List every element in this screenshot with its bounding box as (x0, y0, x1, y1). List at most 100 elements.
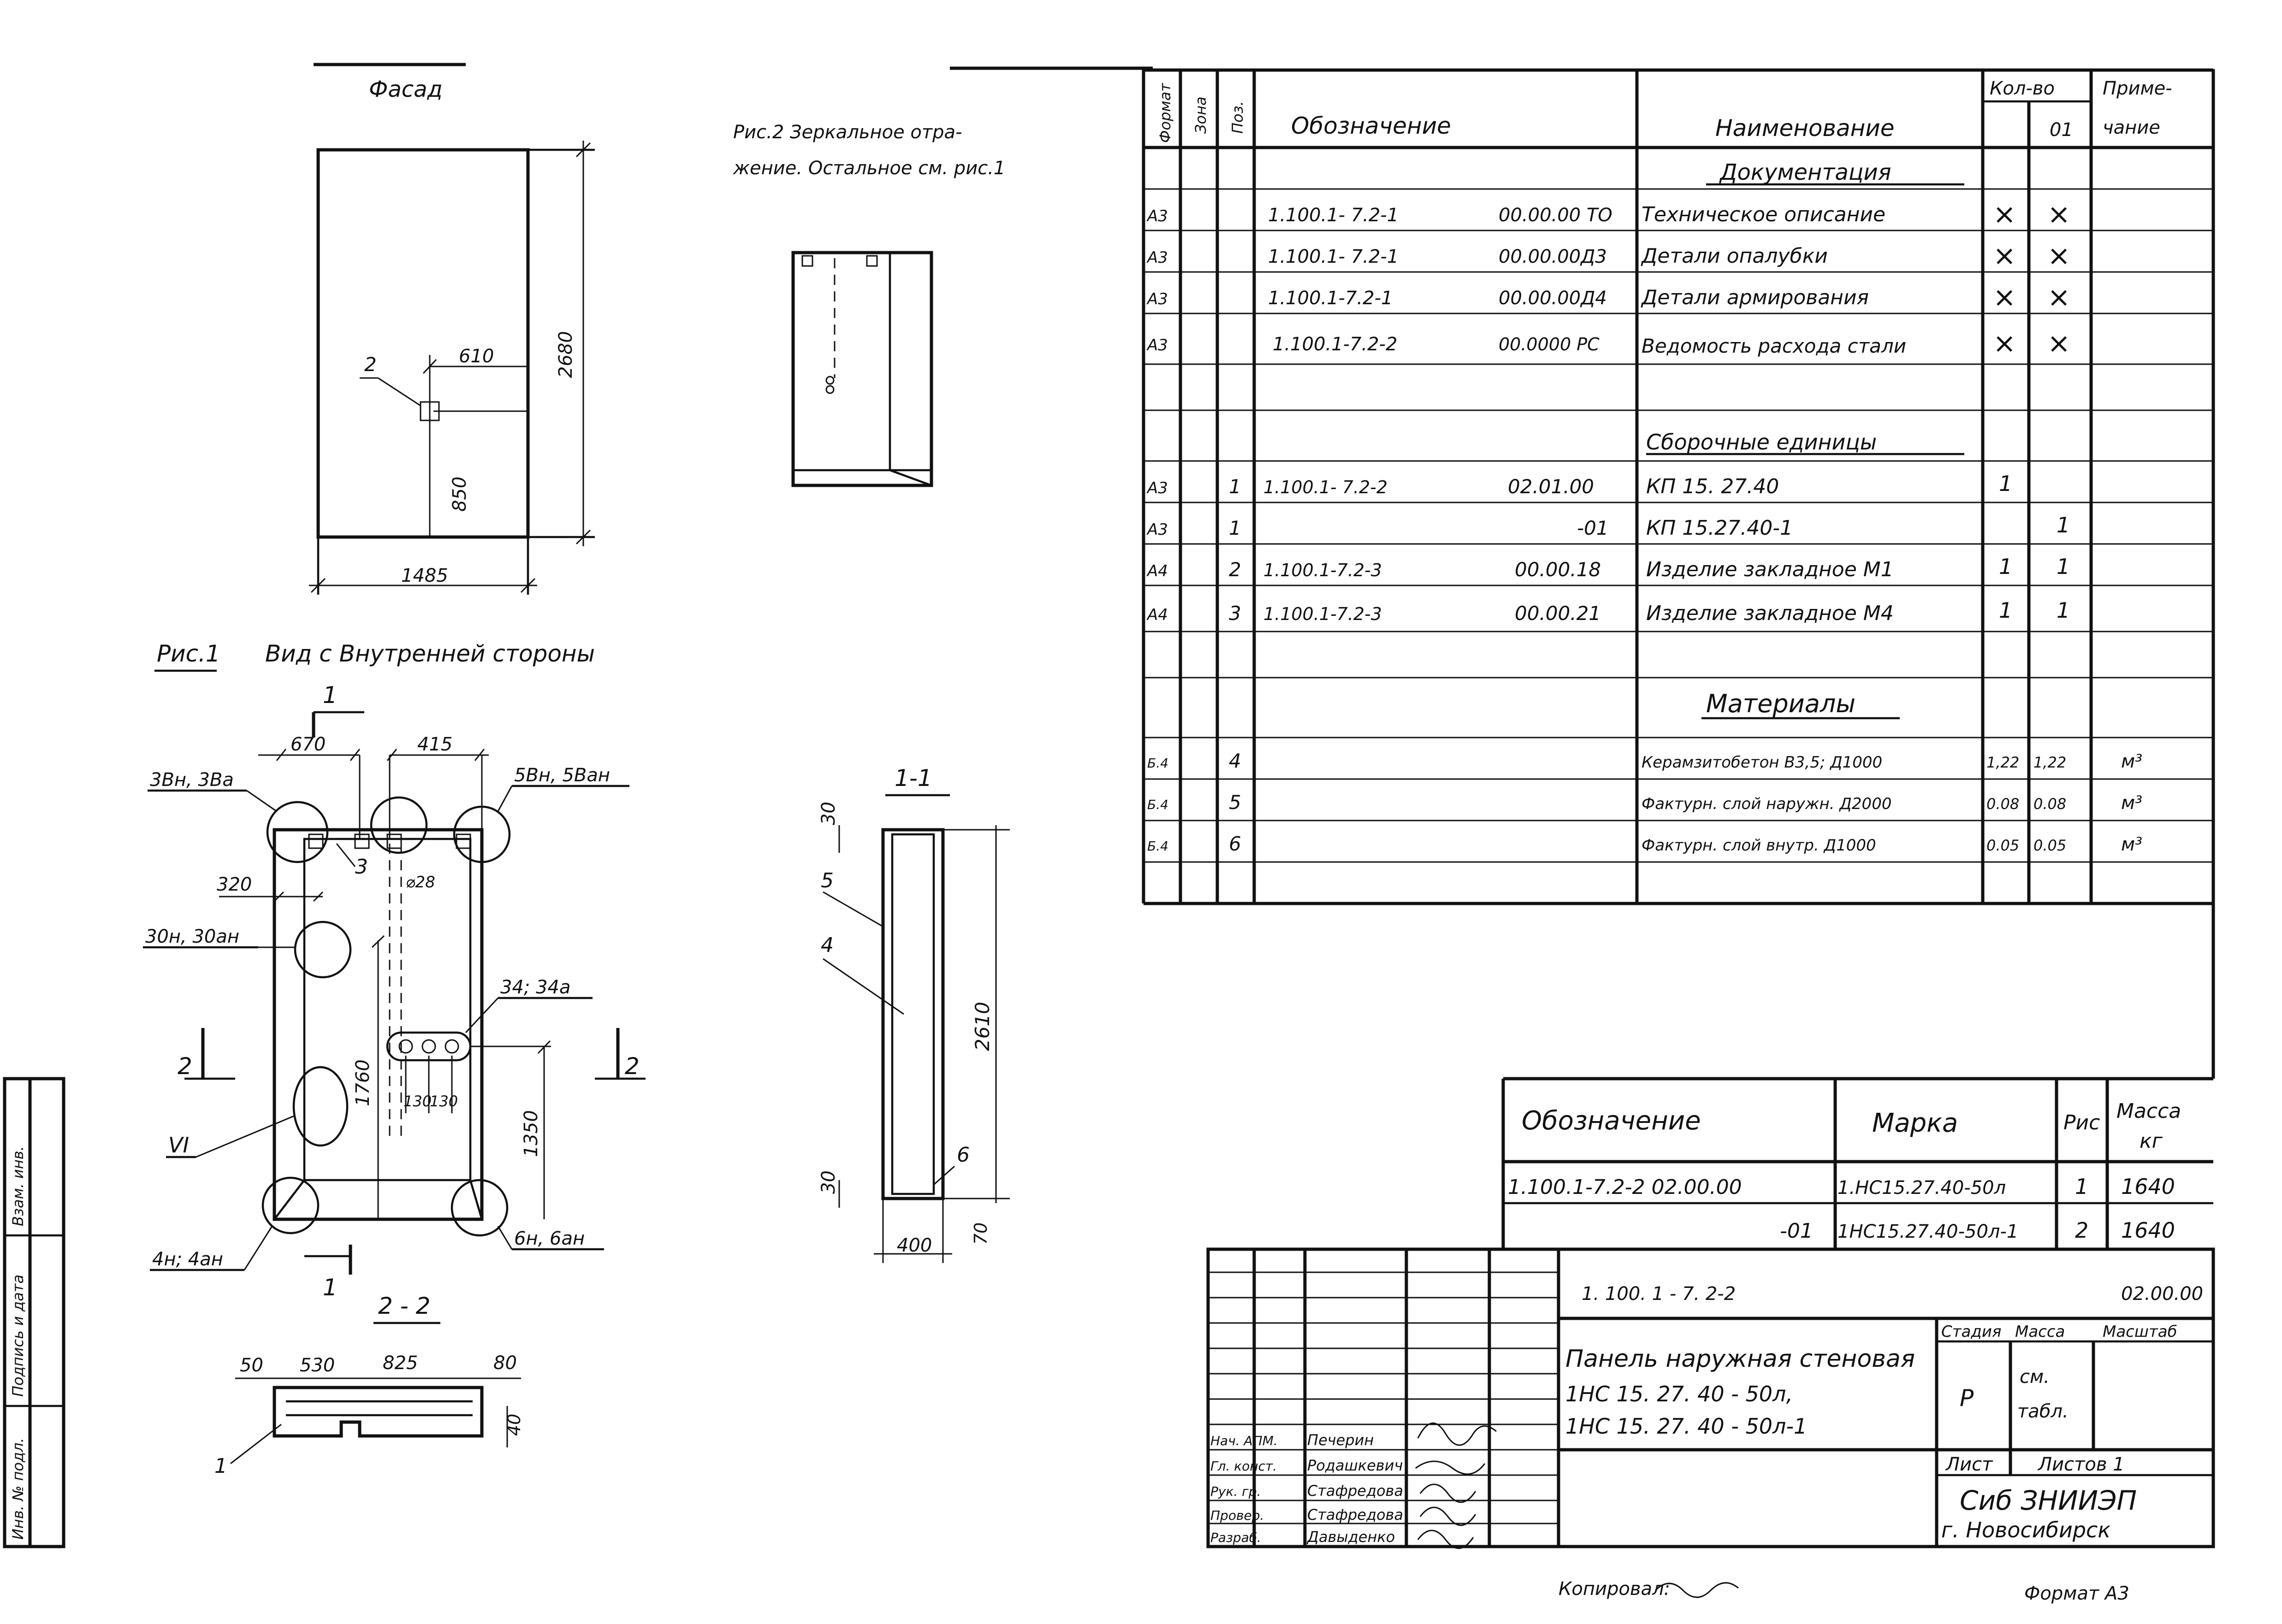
role-label: Провер. (1210, 1508, 1264, 1523)
cell-sub: 00.0000 РС (1499, 334, 1600, 354)
section-2-2: 2 - 2 50 530 825 80 40 1 (214, 1293, 524, 1478)
facade-title: Фасад (369, 77, 443, 102)
tb-sheet-h: Лист (1945, 1454, 1993, 1475)
dim-1350: 1350 (521, 1110, 542, 1157)
section11-title: 1-1 (895, 765, 932, 791)
facade-width: 1485 (401, 565, 448, 586)
cell-format: Б.4 (1147, 756, 1168, 771)
spec-table: Формат Зона Поз. Обозначение Наименовани… (1142, 68, 2215, 1079)
tb-mass-v2: табл. (2017, 1401, 2069, 1422)
section11-item-4: 4 (821, 933, 834, 957)
cell-sub: 02.01.00 (1508, 475, 1594, 498)
fig2-caption-1: Рис.2 Зеркальное отра- (733, 122, 962, 143)
marks-table: Обозначение Марка Рис Масса кг 1.100.1-7… (1208, 1077, 2213, 1251)
dim-400: 400 (897, 1235, 932, 1256)
role-person: Родашкевич (1307, 1457, 1403, 1474)
marks-h-designation: Обозначение (1522, 1106, 1701, 1136)
marks-h-fig: Рис (2063, 1111, 2100, 1134)
cell-designation: 1.100.1-7.2-2 02.00.00 (1508, 1175, 1742, 1199)
dim-825: 825 (383, 1352, 418, 1374)
cell-sub: -01 (1577, 517, 1609, 539)
dim-30-bottom: 30 (818, 1170, 839, 1194)
hdr-note: Приме- (2103, 78, 2172, 99)
cell-format: Б.4 (1147, 839, 1168, 854)
section22-item-1: 1 (214, 1454, 227, 1478)
fig1-caption: Вид с Внутренней стороны (265, 640, 595, 667)
tb-org-2: г. Новосибирск (1941, 1518, 2110, 1542)
section-1-1: 1-1 2610 30 30 400 70 4 5 6 (818, 765, 1010, 1263)
assembly-row-3: А4 3 1.100.1-7.2-3 00.00.21 Изделие закл… (1146, 598, 2070, 625)
dim-1760: 1760 (352, 1059, 373, 1106)
cell-q2: 1,22 (2033, 754, 2066, 771)
doc-row-1: А3 1.100.1- 7.2-1 00.00.00Д3 Детали опал… (1146, 240, 2070, 272)
item-3-label: 3 (355, 855, 368, 879)
cell-code: 1.100.1-7.2-2 (1273, 334, 1398, 355)
cell-name: КП 15.27.40-1 (1646, 516, 1793, 540)
cell-sub: 00.00.00 ТО (1499, 205, 1612, 226)
margin-sign-label: Подпись и дата (9, 1275, 27, 1397)
marks-row-0: 1.100.1-7.2-2 02.00.00 1.НС15.27.40-50л … (1508, 1174, 2175, 1199)
cell-name: Фактурн. слой наружн. Д2000 (1642, 795, 1891, 813)
cell-code: 1.100.1-7.2-3 (1263, 560, 1382, 580)
role-label: Разраб. (1210, 1530, 1261, 1545)
tb-panel-title-1: Панель наружная стеновая (1565, 1345, 1915, 1373)
cell-sub: 00.00.18 (1515, 558, 1601, 581)
material-row-2: Б.4 6 Фактурн. слой внутр. Д1000 0.05 0.… (1147, 833, 2142, 855)
signature-1 (1417, 1422, 1497, 1446)
cell-name: Керамзитобетон В3,5; Д1000 (1642, 753, 1882, 772)
circle-4n (261, 1176, 320, 1234)
tb-mass-v1: см. (2020, 1366, 2050, 1388)
dim-70: 70 (971, 1222, 991, 1245)
cell-q1: × (1993, 281, 2016, 313)
cell-q2: 1 (2057, 598, 2070, 623)
section11-item-6: 6 (957, 1143, 970, 1167)
cell-designation: -01 (1780, 1219, 1813, 1243)
cell-q2: 1 (2057, 554, 2070, 579)
section-mark-top: 1 (323, 682, 338, 709)
role-label: Гл. конст. (1210, 1459, 1277, 1474)
cell-mass: 1640 (2121, 1174, 2175, 1199)
cell-q1: 1,22 (1986, 754, 2019, 771)
cell-sub: 00.00.21 (1515, 602, 1601, 625)
tb-copied: Копировал: (1559, 1578, 1670, 1600)
callout-5vn: 5Вн, 5Ван (514, 765, 610, 786)
role-person: Давыденко (1306, 1528, 1395, 1546)
callout-6n: 6н, 6ан (514, 1228, 585, 1249)
cell-q1: × (1993, 198, 2016, 230)
cell-q1: × (1993, 240, 2016, 272)
hdr-format: Формат (1156, 83, 1174, 143)
margin-inv-label: Инв. № подл. (9, 1438, 27, 1540)
role-label: Нач. АПМ. (1210, 1433, 1278, 1448)
doc-row-2: А3 1.100.1-7.2-1 00.00.00Д4 Детали армир… (1146, 281, 2070, 313)
material-row-0: Б.4 4 Керамзитобетон В3,5; Д1000 1,22 1,… (1147, 750, 2142, 772)
roman-vi: VI (168, 1133, 189, 1157)
margin-swap-label: Взам. инв. (9, 1146, 27, 1226)
dim-130a: 130 (403, 1093, 432, 1110)
callout-4n: 4н; 4ан (152, 1249, 223, 1270)
doc-row-3: А3 1.100.1-7.2-2 00.0000 РС Ведомость ра… (1146, 327, 2070, 360)
tb-sheets-h: Листов 1 (2037, 1454, 2125, 1475)
fig2-outline (791, 251, 933, 487)
cell-code: 1.100.1-7.2-1 (1268, 288, 1393, 309)
cell-pos: 5 (1229, 791, 1241, 814)
cell-note: м³ (2121, 792, 2142, 814)
cell-format: А3 (1146, 479, 1168, 497)
role-person: Стафредова (1307, 1482, 1403, 1500)
cell-name: Изделие закладное М4 (1646, 602, 1894, 625)
dim-2610: 2610 (971, 1002, 994, 1051)
cell-note: м³ (2121, 834, 2142, 855)
cell-q1: 1 (1999, 598, 2012, 623)
circle-3vn (266, 801, 329, 863)
signature-4 (1419, 1506, 1476, 1526)
callout-3vn: 3Вн, 3Ва (150, 769, 234, 791)
section-docs: Документация (1719, 159, 1891, 185)
assembly-row-1: А3 1 -01 КП 15.27.40-1 1 (1146, 513, 2070, 540)
cell-format: А4 (1146, 606, 1168, 624)
tb-doc-code: 1. 100. 1 - 7. 2-2 (1582, 1283, 1736, 1305)
cell-format: А3 (1146, 290, 1168, 308)
cell-format: А3 (1146, 336, 1168, 354)
cell-name: Изделие закладное М1 (1646, 558, 1894, 581)
fig1-label: Рис.1 (157, 640, 220, 667)
